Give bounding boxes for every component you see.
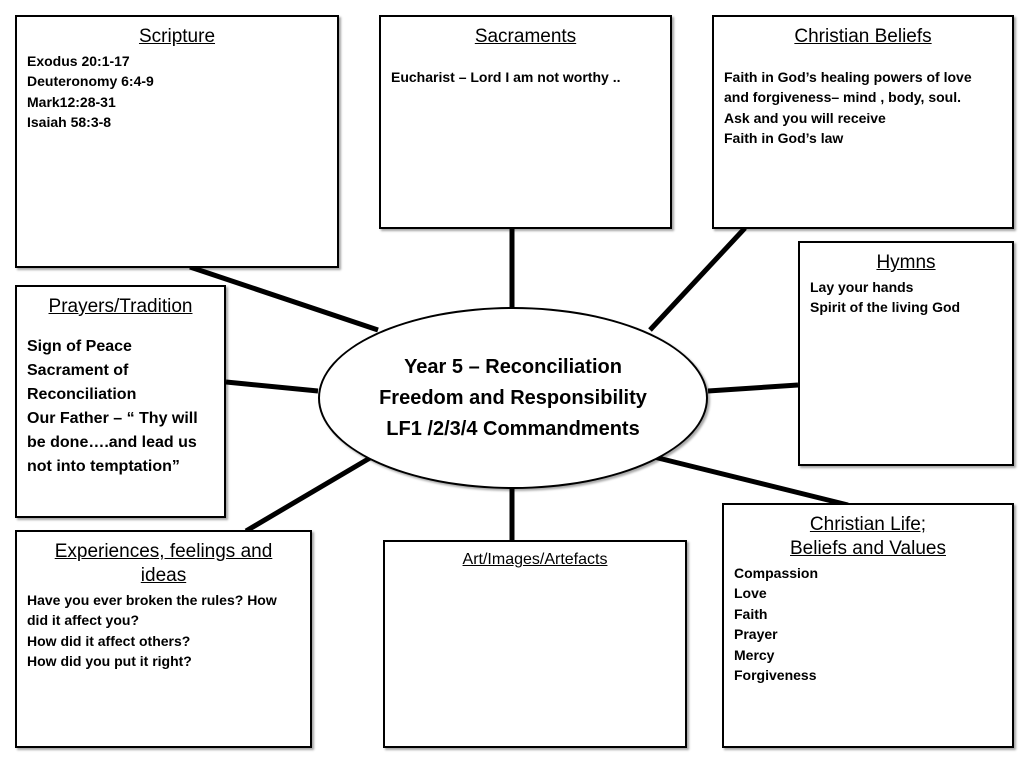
connector-hymns (707, 382, 799, 394)
connector-prayers (225, 379, 319, 394)
experiences-title-line: ideas (140, 564, 187, 586)
christian-life-item: Compassion (734, 564, 819, 581)
central-topic: Year 5 – Reconciliation Freedom and Resp… (318, 307, 708, 489)
christian-life-title-line: Christian Life; (809, 514, 927, 535)
sacraments-list: Eucharist – Lord I am not worthy .. (391, 67, 660, 88)
christian-life-item: Forgiveness (734, 667, 817, 683)
prayers-tradition-item: be done….and lead us (27, 433, 197, 451)
hymns-item: Spirit of the living God (810, 299, 961, 316)
prayers-tradition-item: Reconciliation (27, 385, 137, 403)
experiences-item: did it affect you? (27, 612, 139, 628)
art-box: Art/Images/Artefacts (383, 540, 687, 748)
christian-life-item: Faith (734, 605, 768, 622)
christian-life-item: Prayer (734, 626, 778, 642)
christian-beliefs-item: Faith in God’s healing powers of love (724, 68, 972, 85)
experiences-item: Have you ever broken the rules? How (27, 591, 277, 608)
hymns-item: Lay your hands (810, 278, 914, 295)
christian-life-item: Mercy (734, 646, 775, 663)
prayers-tradition-item: Sacrament of (27, 361, 129, 379)
experiences-item: How did it affect others? (27, 632, 191, 649)
connector-scripture (189, 264, 379, 333)
prayers-tradition-item: Our Father – “ Thy will (27, 409, 198, 427)
central-topic-line: Freedom and Responsibility (379, 386, 647, 409)
scripture-list: Exodus 20:1-17 Deuteronomy 6:4-9 Mark12:… (27, 51, 327, 133)
connector-christian-beliefs (648, 226, 747, 332)
christian-beliefs-item: Faith in God’s law (724, 130, 844, 147)
scripture-item: Isaiah 58:3-8 (27, 114, 112, 131)
hymns-box: Hymns Lay your hands Spirit of the livin… (798, 241, 1014, 466)
christian-life-title: Christian Life; Beliefs and Values (734, 513, 1002, 561)
christian-life-title-line: Beliefs and Values (790, 537, 946, 559)
central-topic-line: Year 5 – Reconciliation (404, 355, 622, 378)
christian-beliefs-title: Christian Beliefs (794, 26, 932, 47)
sacraments-title: Sacraments (474, 26, 577, 47)
sacraments-box: Sacraments Eucharist – Lord I am not wor… (379, 15, 672, 229)
christian-beliefs-list: Faith in God’s healing powers of love an… (724, 67, 1002, 149)
connector-christian-life (649, 453, 849, 508)
prayers-tradition-title: Prayers/Tradition (48, 296, 193, 317)
prayers-tradition-item: not into temptation” (27, 457, 180, 475)
central-topic-line: LF1 /2/3/4 Commandments (386, 417, 640, 440)
prayers-tradition-box: Prayers/Tradition Sign of Peace Sacramen… (15, 285, 226, 518)
connector-experiences (244, 452, 377, 534)
hymns-title: Hymns (876, 252, 936, 273)
christian-beliefs-item: and forgiveness– mind , body, soul. (724, 89, 962, 106)
christian-life-box: Christian Life; Beliefs and Values Compa… (722, 503, 1014, 748)
scripture-box: Scripture Exodus 20:1-17 Deuteronomy 6:4… (15, 15, 339, 268)
experiences-box: Experiences, feelings and ideas Have you… (15, 530, 312, 748)
prayers-tradition-item: Sign of Peace (27, 337, 132, 355)
christian-beliefs-item: Ask and you will receive (724, 109, 886, 126)
christian-beliefs-box: Christian Beliefs Faith in God’s healing… (712, 15, 1014, 229)
hymns-list: Lay your hands Spirit of the living God (810, 277, 1002, 318)
experiences-title: Experiences, feelings and ideas (27, 540, 300, 588)
christian-life-list: Compassion Love Faith Prayer Mercy Forgi… (734, 563, 1002, 686)
experiences-list: Have you ever broken the rules? How did … (27, 590, 300, 672)
experiences-item: How did you put it right? (27, 653, 192, 669)
scripture-item: Deuteronomy 6:4-9 (27, 73, 154, 90)
art-title: Art/Images/Artefacts (462, 551, 608, 568)
experiences-title-line: Experiences, feelings and (54, 541, 273, 562)
scripture-item: Mark12:28-31 (27, 93, 116, 110)
christian-life-item: Love (734, 585, 767, 601)
prayers-tradition-list: Sign of Peace Sacrament of Reconciliatio… (27, 335, 214, 479)
scripture-title: Scripture (138, 26, 216, 47)
scripture-item: Exodus 20:1-17 (27, 52, 130, 69)
sacraments-item: Eucharist – Lord I am not worthy .. (391, 68, 621, 85)
